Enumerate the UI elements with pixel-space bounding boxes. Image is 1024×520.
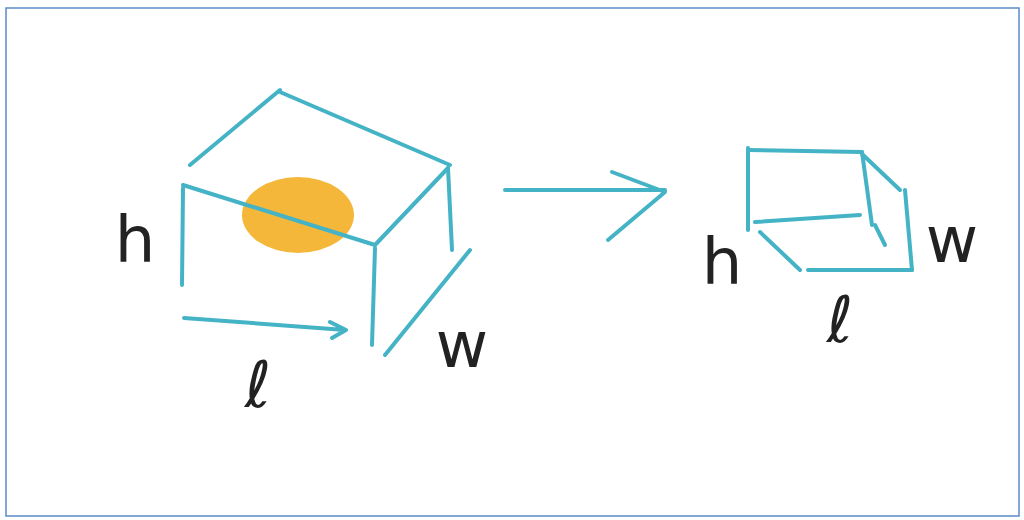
cuboid-edge: [862, 154, 900, 190]
cuboid-edge: [875, 225, 885, 245]
cuboid-edge: [748, 150, 862, 152]
dimension-label-holder: h: [115, 208, 156, 272]
result-arrow: [505, 172, 665, 240]
orange-blob: [242, 177, 354, 253]
height-label: h: [115, 208, 156, 272]
cuboid-edge: [372, 248, 375, 345]
large-cuboid: [182, 90, 470, 355]
cuboid-edge: [448, 168, 452, 250]
arrow-head: [608, 172, 665, 240]
cuboid-edge: [280, 92, 450, 165]
dimension-label-holder: w: [436, 313, 488, 377]
cuboid-edge: [375, 168, 448, 245]
cuboid-edge: [808, 268, 912, 272]
cuboid-edge: [184, 318, 346, 338]
cuboid-edge: [760, 232, 800, 270]
cuboid-edge: [746, 148, 750, 230]
length-label: ℓ: [827, 288, 853, 352]
dimension-label-holder: ℓ: [827, 288, 853, 352]
width-label: w: [926, 208, 978, 272]
frame-border: [6, 8, 1019, 516]
height-label: h: [702, 230, 743, 294]
width-label: w: [436, 313, 488, 377]
dimension-label-holder: w: [926, 208, 978, 272]
arrow-shaft: [505, 188, 665, 192]
length-label: ℓ: [245, 353, 271, 417]
dimension-label-holder: ℓ: [245, 353, 271, 417]
cuboid-edge: [182, 188, 183, 285]
dimension-label-holder: h: [702, 230, 743, 294]
small-cuboid: [748, 148, 912, 270]
cuboid-edge: [905, 190, 912, 270]
cuboid-edge: [755, 215, 860, 222]
cuboid-edge: [183, 185, 375, 245]
cuboid-edge: [190, 90, 280, 165]
